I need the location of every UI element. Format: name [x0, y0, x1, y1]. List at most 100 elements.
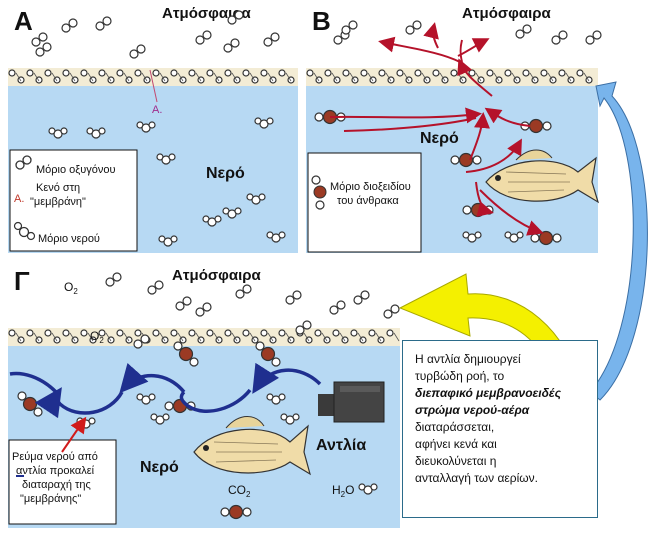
explanation-line7: διευκολύνεται η [415, 454, 497, 468]
oxygen-molecule [195, 30, 212, 45]
oxygen-molecule [329, 300, 346, 315]
water-molecule [266, 231, 286, 243]
fish-b [485, 149, 600, 204]
oxygen-molecule [235, 284, 252, 299]
water-molecule [48, 127, 68, 139]
legend-gap-mark: A. [14, 193, 24, 205]
legend-c-line1: Ρεύμα νερού από [12, 451, 98, 463]
co2-molecule [462, 202, 494, 218]
co2-molecule [520, 118, 552, 134]
co2-molecule [450, 152, 482, 168]
h2o-label: H2O [332, 483, 354, 499]
oxygen-molecule [223, 38, 240, 53]
explanation-line8: ανταλλαγή των αερίων. [415, 471, 538, 485]
fish-c [193, 416, 311, 476]
legend-co2-line1: Μόριο διοξειδίου [330, 181, 411, 193]
panel-b: Β Ατμόσφαιρα Νερό Μόρι [306, 5, 602, 253]
panel-a-water-label: Νερό [206, 165, 245, 182]
legend-c-line3: διαταραχή της [22, 479, 91, 491]
panel-b-water-label: Νερό [420, 130, 459, 147]
oxygen-molecule-icon [15, 155, 32, 170]
oxygen-molecule [383, 304, 400, 319]
water-molecule [280, 413, 300, 425]
o2-label-top: O2 [64, 280, 78, 296]
water-molecule [254, 117, 274, 129]
oxygen-molecule [515, 24, 532, 39]
water-molecule [358, 483, 378, 495]
legend-gap-line2: "μεμβράνη" [30, 196, 86, 208]
oxygen-molecule [353, 290, 370, 305]
water-molecule [86, 127, 106, 139]
oxygen-molecule [551, 30, 568, 45]
explanation-line4: στρώμα νερού-αέρα [415, 403, 530, 417]
legend-c-line2: αντλία προκαλεί [16, 465, 95, 477]
explanation-line3: διεπαφικό μεμβρανοειδές [415, 386, 562, 400]
o2-label-surface: O2 [90, 329, 104, 345]
oxygen-molecule [405, 20, 422, 35]
molecules-b [314, 20, 602, 246]
legend-co2-line2: του άνθρακα [337, 195, 399, 207]
oxygen-molecule [585, 30, 602, 45]
oxygen-molecule [195, 302, 212, 317]
water-molecule [246, 193, 266, 205]
legend-a: Μόριο οξυγόνου A. Κενό στη "μεμβράνη" Μό… [9, 149, 138, 252]
oxygen-molecule [295, 320, 312, 335]
oxygen-molecule [105, 272, 122, 287]
legend-b: Μόριο διοξειδίου του άνθρακα [307, 152, 422, 253]
oxygen-molecule [341, 20, 358, 35]
water-molecule [504, 231, 524, 243]
explanation-line5: διαταράσσεται, [415, 420, 495, 434]
water-molecule [222, 207, 242, 219]
water-molecule [156, 153, 176, 165]
oxygen-molecule [95, 16, 112, 31]
gap-pointer [149, 69, 158, 103]
water-molecule-icon [13, 221, 36, 241]
water-molecule [136, 121, 156, 133]
oxygen-molecule [285, 290, 302, 305]
oxygen-molecule [227, 10, 244, 25]
oxygen-molecule [61, 18, 78, 33]
legend-water-label: Μόριο νερού [38, 233, 100, 245]
oxygen-molecule [35, 42, 52, 57]
molecules-a [30, 10, 286, 247]
surface-molecules-a [8, 69, 295, 84]
oxygen-molecule [133, 334, 150, 349]
panel-c-letter: Γ [14, 266, 30, 296]
oxygen-molecule [175, 296, 192, 311]
water-current-arrows [9, 362, 322, 419]
pump-icon [318, 381, 385, 423]
oxygen-molecule [129, 44, 146, 59]
panel-b-atmosphere-label: Ατμόσφαιρα [462, 5, 552, 22]
legend-gap-line1: Κενό στη [36, 182, 80, 194]
panel-b-letter: Β [312, 6, 331, 36]
pump-label: Αντλία [316, 437, 366, 454]
panel-c-water-label: Νερό [140, 459, 179, 476]
co2-escape-paths [329, 22, 544, 236]
water-molecule [462, 231, 482, 243]
oxygen-molecule [31, 32, 48, 47]
panel-a-letter: Α [14, 6, 33, 36]
water-molecule [136, 393, 156, 405]
co2-molecule [173, 341, 199, 367]
panel-a: Α Ατμόσφαιρα Νερό A. Μόριο οξυγόνου A. Κ… [8, 5, 298, 253]
co2-molecule-icon [311, 175, 327, 210]
water-molecule [202, 215, 222, 227]
surface-molecules-b [306, 69, 593, 84]
water-molecule [150, 413, 170, 425]
panel-c: Γ Ατμόσφαιρα Νερό Αντλία O2 O2 CO2 H2O Ρ… [8, 266, 400, 528]
water-molecule [158, 235, 178, 247]
explanation-line6: αφήνει κενά και [415, 437, 497, 451]
co2-label: CO2 [228, 483, 251, 499]
co2-molecule [530, 230, 562, 246]
panel-c-atmosphere-label: Ατμόσφαιρα [172, 267, 262, 284]
explanation-line2: τυρβώδη ροή, το [415, 369, 505, 383]
explanation-line1: Η αντλία δημιουργεί [415, 352, 521, 366]
co2-molecule [220, 504, 252, 520]
legend-oxygen-label: Μόριο οξυγόνου [36, 164, 115, 176]
legend-c-line4: "μεμβράνης" [20, 493, 81, 505]
oxygen-molecule [147, 280, 164, 295]
explanation-box: Η αντλία δημιουργεί τυρβώδη ροή, το διεπ… [402, 340, 598, 518]
oxygen-molecule [263, 32, 280, 47]
legend-c: Ρεύμα νερού από αντλία προκαλεί διαταραχ… [8, 416, 117, 525]
